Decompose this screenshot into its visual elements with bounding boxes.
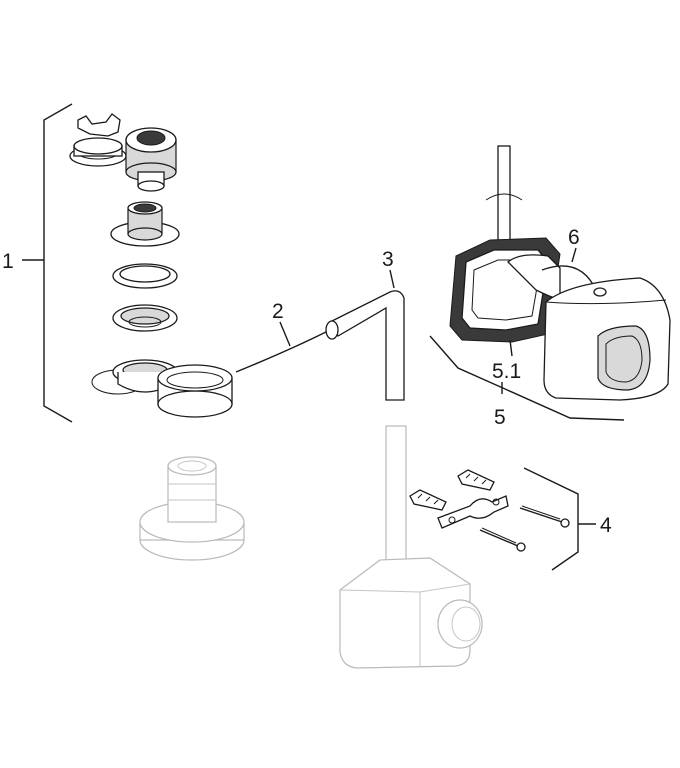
- bracket-1: [43, 103, 73, 423]
- callout-5-1-leader: [509, 339, 513, 357]
- sensor-base: [91, 359, 233, 418]
- part-3-tube: [325, 269, 405, 401]
- callout-1: 1: [2, 250, 14, 273]
- ghost-valve-box: [339, 425, 483, 669]
- sensor-cover: [543, 277, 671, 401]
- clip-ring: [69, 113, 127, 167]
- cap-nut: [125, 127, 177, 192]
- part-group-4: [409, 467, 596, 571]
- pipe-clamp: [437, 495, 509, 529]
- callout-6: 6: [568, 226, 580, 249]
- screw-right: [519, 505, 570, 528]
- callout-5: 5: [494, 406, 506, 429]
- ghost-base-fitting: [139, 456, 245, 561]
- wall-plug-left: [409, 489, 447, 511]
- part-group-5: [429, 145, 671, 421]
- callout-5-1: 5.1: [492, 360, 521, 383]
- wall-plug-top: [457, 469, 495, 491]
- bracket-4: [523, 467, 579, 571]
- mounting-rod: [497, 145, 511, 247]
- callout-2-leader: [279, 321, 291, 347]
- callout-3-leader: [389, 269, 395, 289]
- screw-bottom: [479, 527, 526, 552]
- o-ring: [112, 263, 178, 289]
- flanged-sleeve: [110, 201, 180, 247]
- bracket-5: [429, 335, 625, 421]
- callout-3: 3: [382, 248, 394, 271]
- callout-4: 4: [600, 514, 612, 537]
- part-5-1-frame: [449, 237, 561, 357]
- callout-2: 2: [272, 300, 284, 323]
- seal-cup: [112, 304, 178, 332]
- part-group-1: [22, 103, 233, 423]
- part-2-cable: [235, 321, 331, 373]
- callout-6-leader: [571, 247, 577, 263]
